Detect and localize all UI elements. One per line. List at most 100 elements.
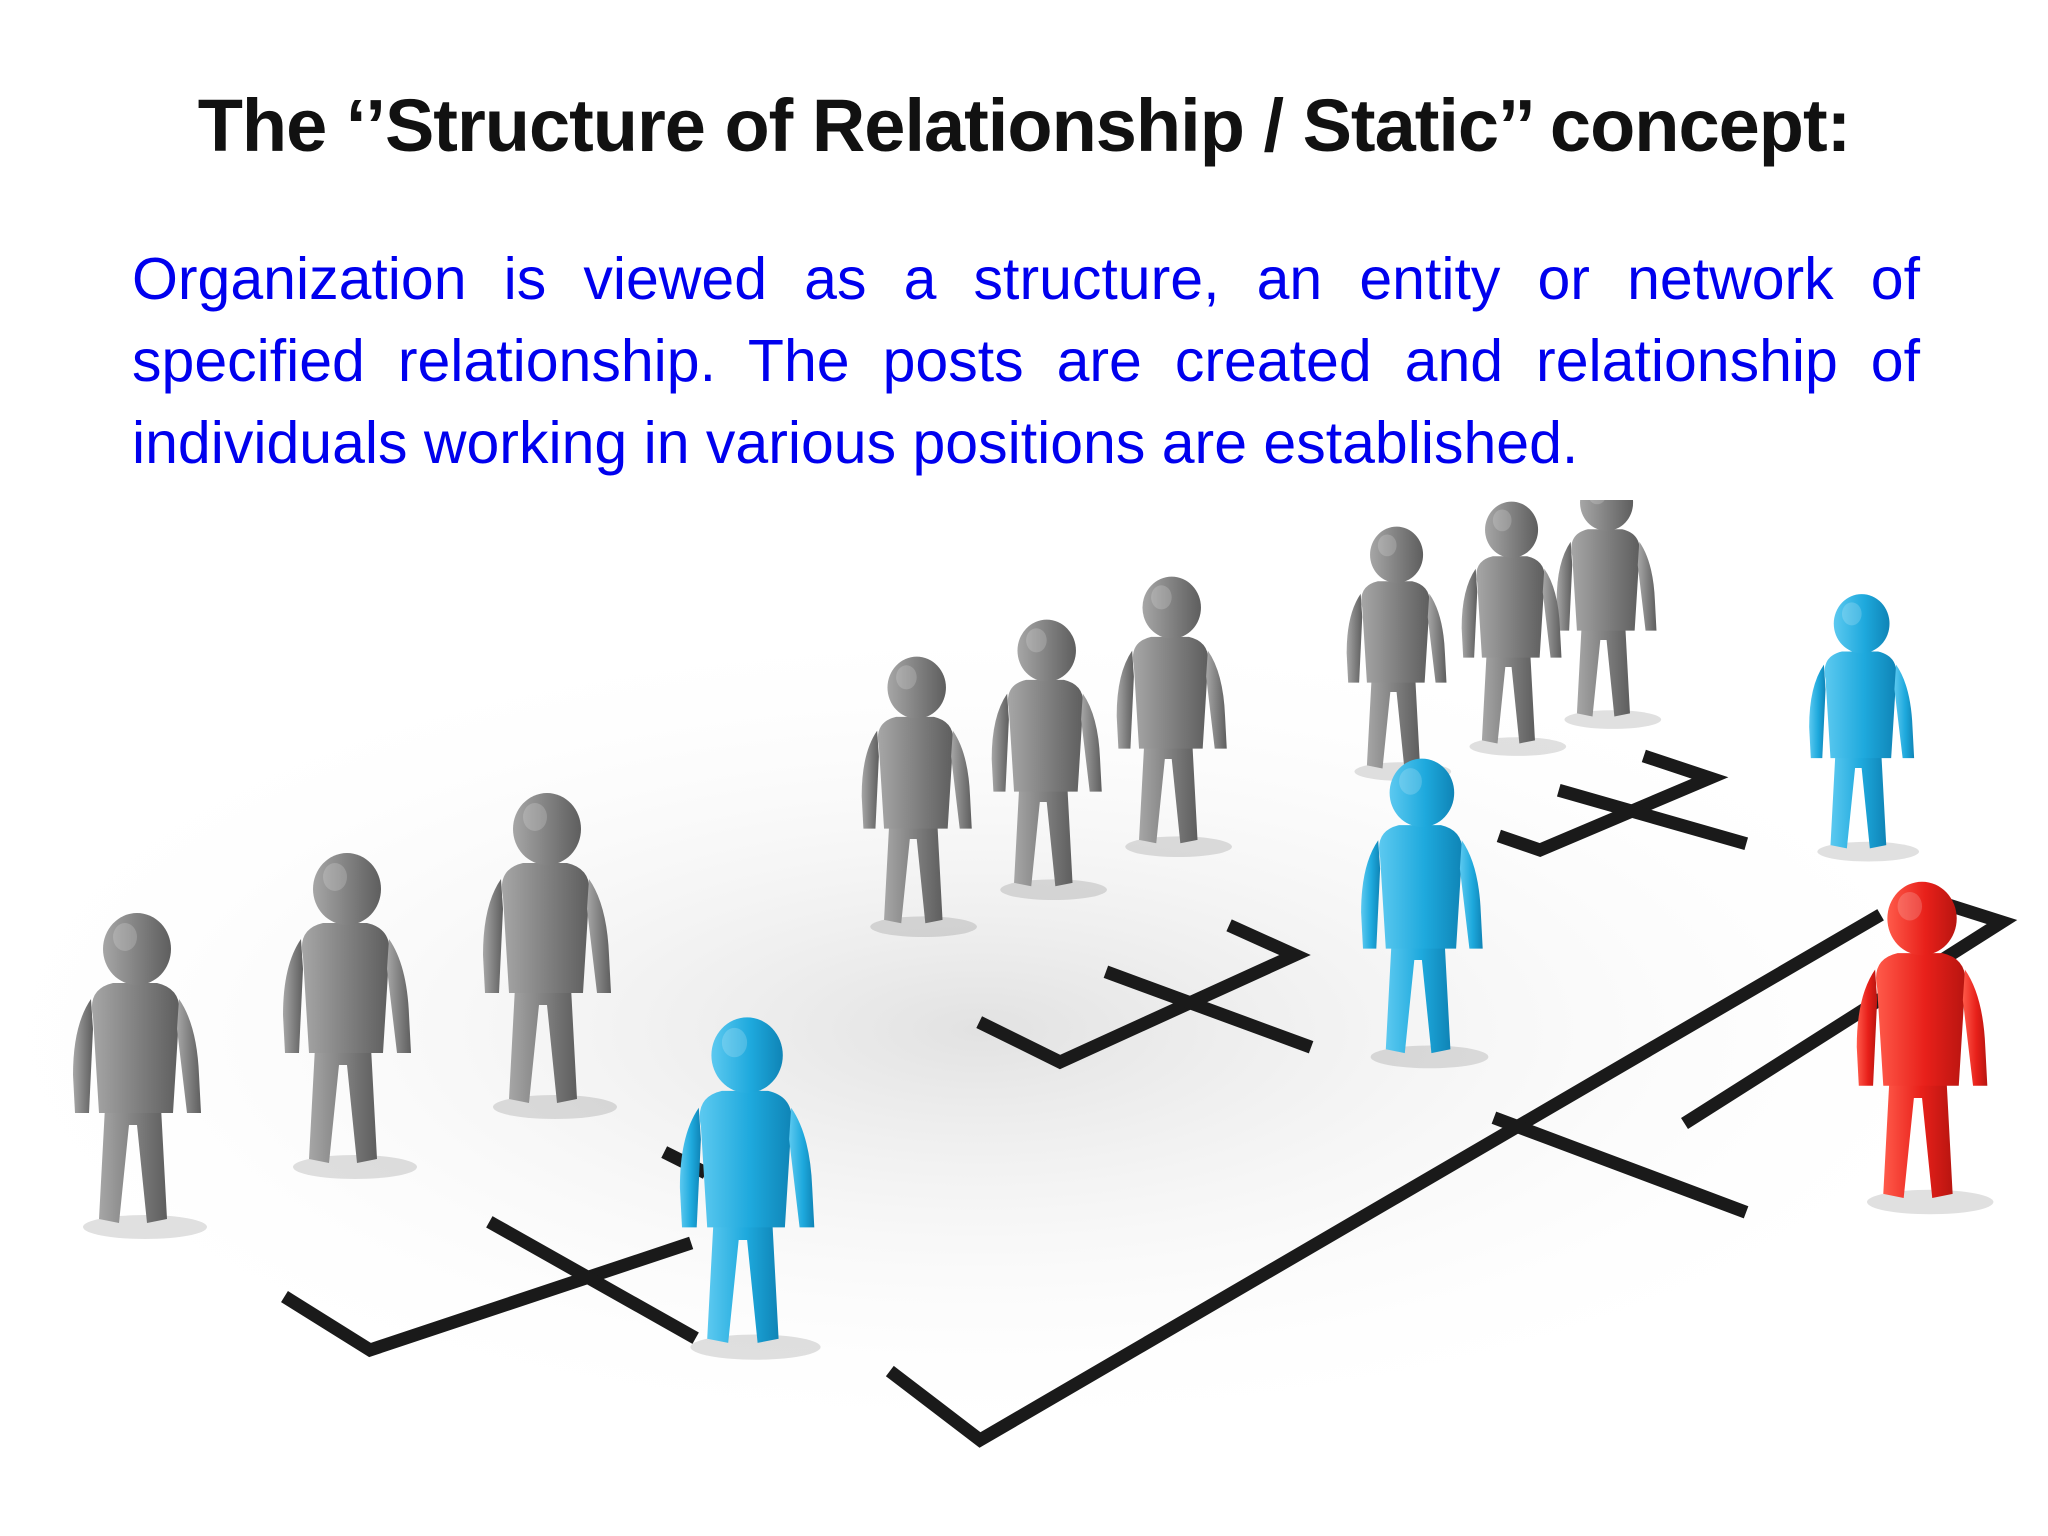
leader-figure xyxy=(1856,881,1994,1215)
staff-figure xyxy=(283,853,417,1179)
slide-body-text: Organization is viewed as a structure, a… xyxy=(132,246,1920,476)
figure-highlight xyxy=(1377,534,1397,557)
figure-left-arm xyxy=(1809,664,1826,759)
figure-torso xyxy=(91,983,180,1113)
figure-legs xyxy=(1139,743,1198,844)
figure-head xyxy=(1580,500,1634,531)
figure-left-arm xyxy=(73,999,93,1113)
figure-torso xyxy=(501,863,590,993)
figure-right-arm xyxy=(1962,969,1988,1086)
figure-right-arm xyxy=(789,1107,815,1228)
figure-left-arm xyxy=(1461,568,1478,658)
figure-right-arm xyxy=(1894,664,1915,759)
figures xyxy=(73,500,1994,1360)
manager-figure xyxy=(1361,758,1489,1069)
figure-right-arm xyxy=(1459,840,1483,949)
figure-torso xyxy=(301,923,390,1053)
figure-torso xyxy=(1876,953,1966,1086)
floor-shadow xyxy=(0,610,2030,1450)
staff-figure xyxy=(1461,501,1567,756)
figure-legs xyxy=(1366,677,1420,769)
figure-torso xyxy=(877,716,954,829)
figure-legs xyxy=(707,1221,779,1343)
figure-highlight xyxy=(1492,509,1512,532)
staff-figure xyxy=(861,656,977,938)
figure-right-arm xyxy=(951,730,972,829)
figure-right-arm xyxy=(177,999,201,1113)
staff-figure xyxy=(1116,576,1232,858)
middle-cross-connector xyxy=(1103,965,1314,1054)
figure-left-arm xyxy=(1116,650,1134,749)
front-left-cross-connector xyxy=(486,1216,699,1344)
figure-right-arm xyxy=(387,939,411,1053)
figure-highlight xyxy=(1399,768,1422,795)
figure-torso xyxy=(1379,825,1463,949)
figure-torso xyxy=(1476,556,1545,658)
figure-left-arm xyxy=(679,1107,701,1228)
figure-right-arm xyxy=(1542,568,1562,658)
figure-right-arm xyxy=(1206,650,1227,749)
figure-right-arm xyxy=(1637,541,1657,631)
figure-head xyxy=(1485,501,1539,558)
org-chart-illustration xyxy=(0,500,2030,1450)
figure-torso xyxy=(1824,651,1897,759)
trunk-connector xyxy=(885,909,1884,1448)
figure-highlight xyxy=(1151,585,1172,610)
figure-legs xyxy=(1014,786,1073,887)
figure-highlight xyxy=(1897,891,1923,921)
figure-right-arm xyxy=(1427,593,1447,683)
back-right-cross-connector xyxy=(1556,783,1749,851)
figure-left-arm xyxy=(991,693,1009,792)
figure-left-arm xyxy=(1361,840,1381,949)
manager-figure xyxy=(1809,594,1920,862)
figure-right-arm xyxy=(587,879,611,993)
figure-left-arm xyxy=(1346,593,1363,683)
figure-left-arm xyxy=(283,939,303,1053)
figure-legs xyxy=(1883,1079,1953,1198)
figure-legs xyxy=(1830,753,1887,849)
figure-head xyxy=(711,1017,783,1093)
figure-left-arm xyxy=(861,730,879,829)
figure-legs xyxy=(1385,942,1451,1054)
figure-highlight xyxy=(523,803,547,831)
figure-torso xyxy=(1132,636,1209,749)
figure-torso xyxy=(1361,581,1430,683)
staff-figure xyxy=(73,913,207,1239)
figure-highlight xyxy=(1589,500,1605,505)
connector-lines xyxy=(281,749,2018,1448)
figure-right-arm xyxy=(1081,693,1102,792)
figure-highlight xyxy=(113,923,137,951)
figure-legs xyxy=(1576,625,1630,717)
slide-title: The ‘’Structure of Relationship / Static… xyxy=(197,84,1852,167)
figure-head xyxy=(1833,594,1890,654)
figure-highlight xyxy=(1841,602,1862,626)
figure-left-arm xyxy=(1856,969,1878,1086)
figure-legs xyxy=(1481,652,1535,744)
figure-highlight xyxy=(323,863,347,891)
figure-left-arm xyxy=(1556,541,1573,631)
figure-head xyxy=(1389,758,1455,827)
figure-torso xyxy=(699,1090,792,1228)
figure-head xyxy=(1017,619,1076,682)
figure-highlight xyxy=(1026,628,1047,653)
staff-figure xyxy=(1556,500,1662,729)
figure-head xyxy=(1887,881,1957,956)
figure-legs xyxy=(509,987,577,1103)
figure-head xyxy=(887,656,946,719)
middle-bracket-connector xyxy=(976,919,1311,1070)
figure-legs xyxy=(309,1047,377,1163)
figure-head xyxy=(1142,576,1201,639)
figure-highlight xyxy=(721,1027,748,1058)
staff-figure xyxy=(991,619,1107,901)
staff-figure xyxy=(483,793,617,1119)
figure-head xyxy=(313,853,381,925)
figure-highlight xyxy=(896,665,917,690)
figure-head xyxy=(1370,526,1424,583)
figure-legs xyxy=(99,1107,167,1223)
figure-left-arm xyxy=(483,879,503,993)
figure-head xyxy=(513,793,581,865)
leader-cross-connector xyxy=(1491,1111,1749,1219)
figure-head xyxy=(103,913,171,985)
manager-figure xyxy=(679,1017,821,1360)
